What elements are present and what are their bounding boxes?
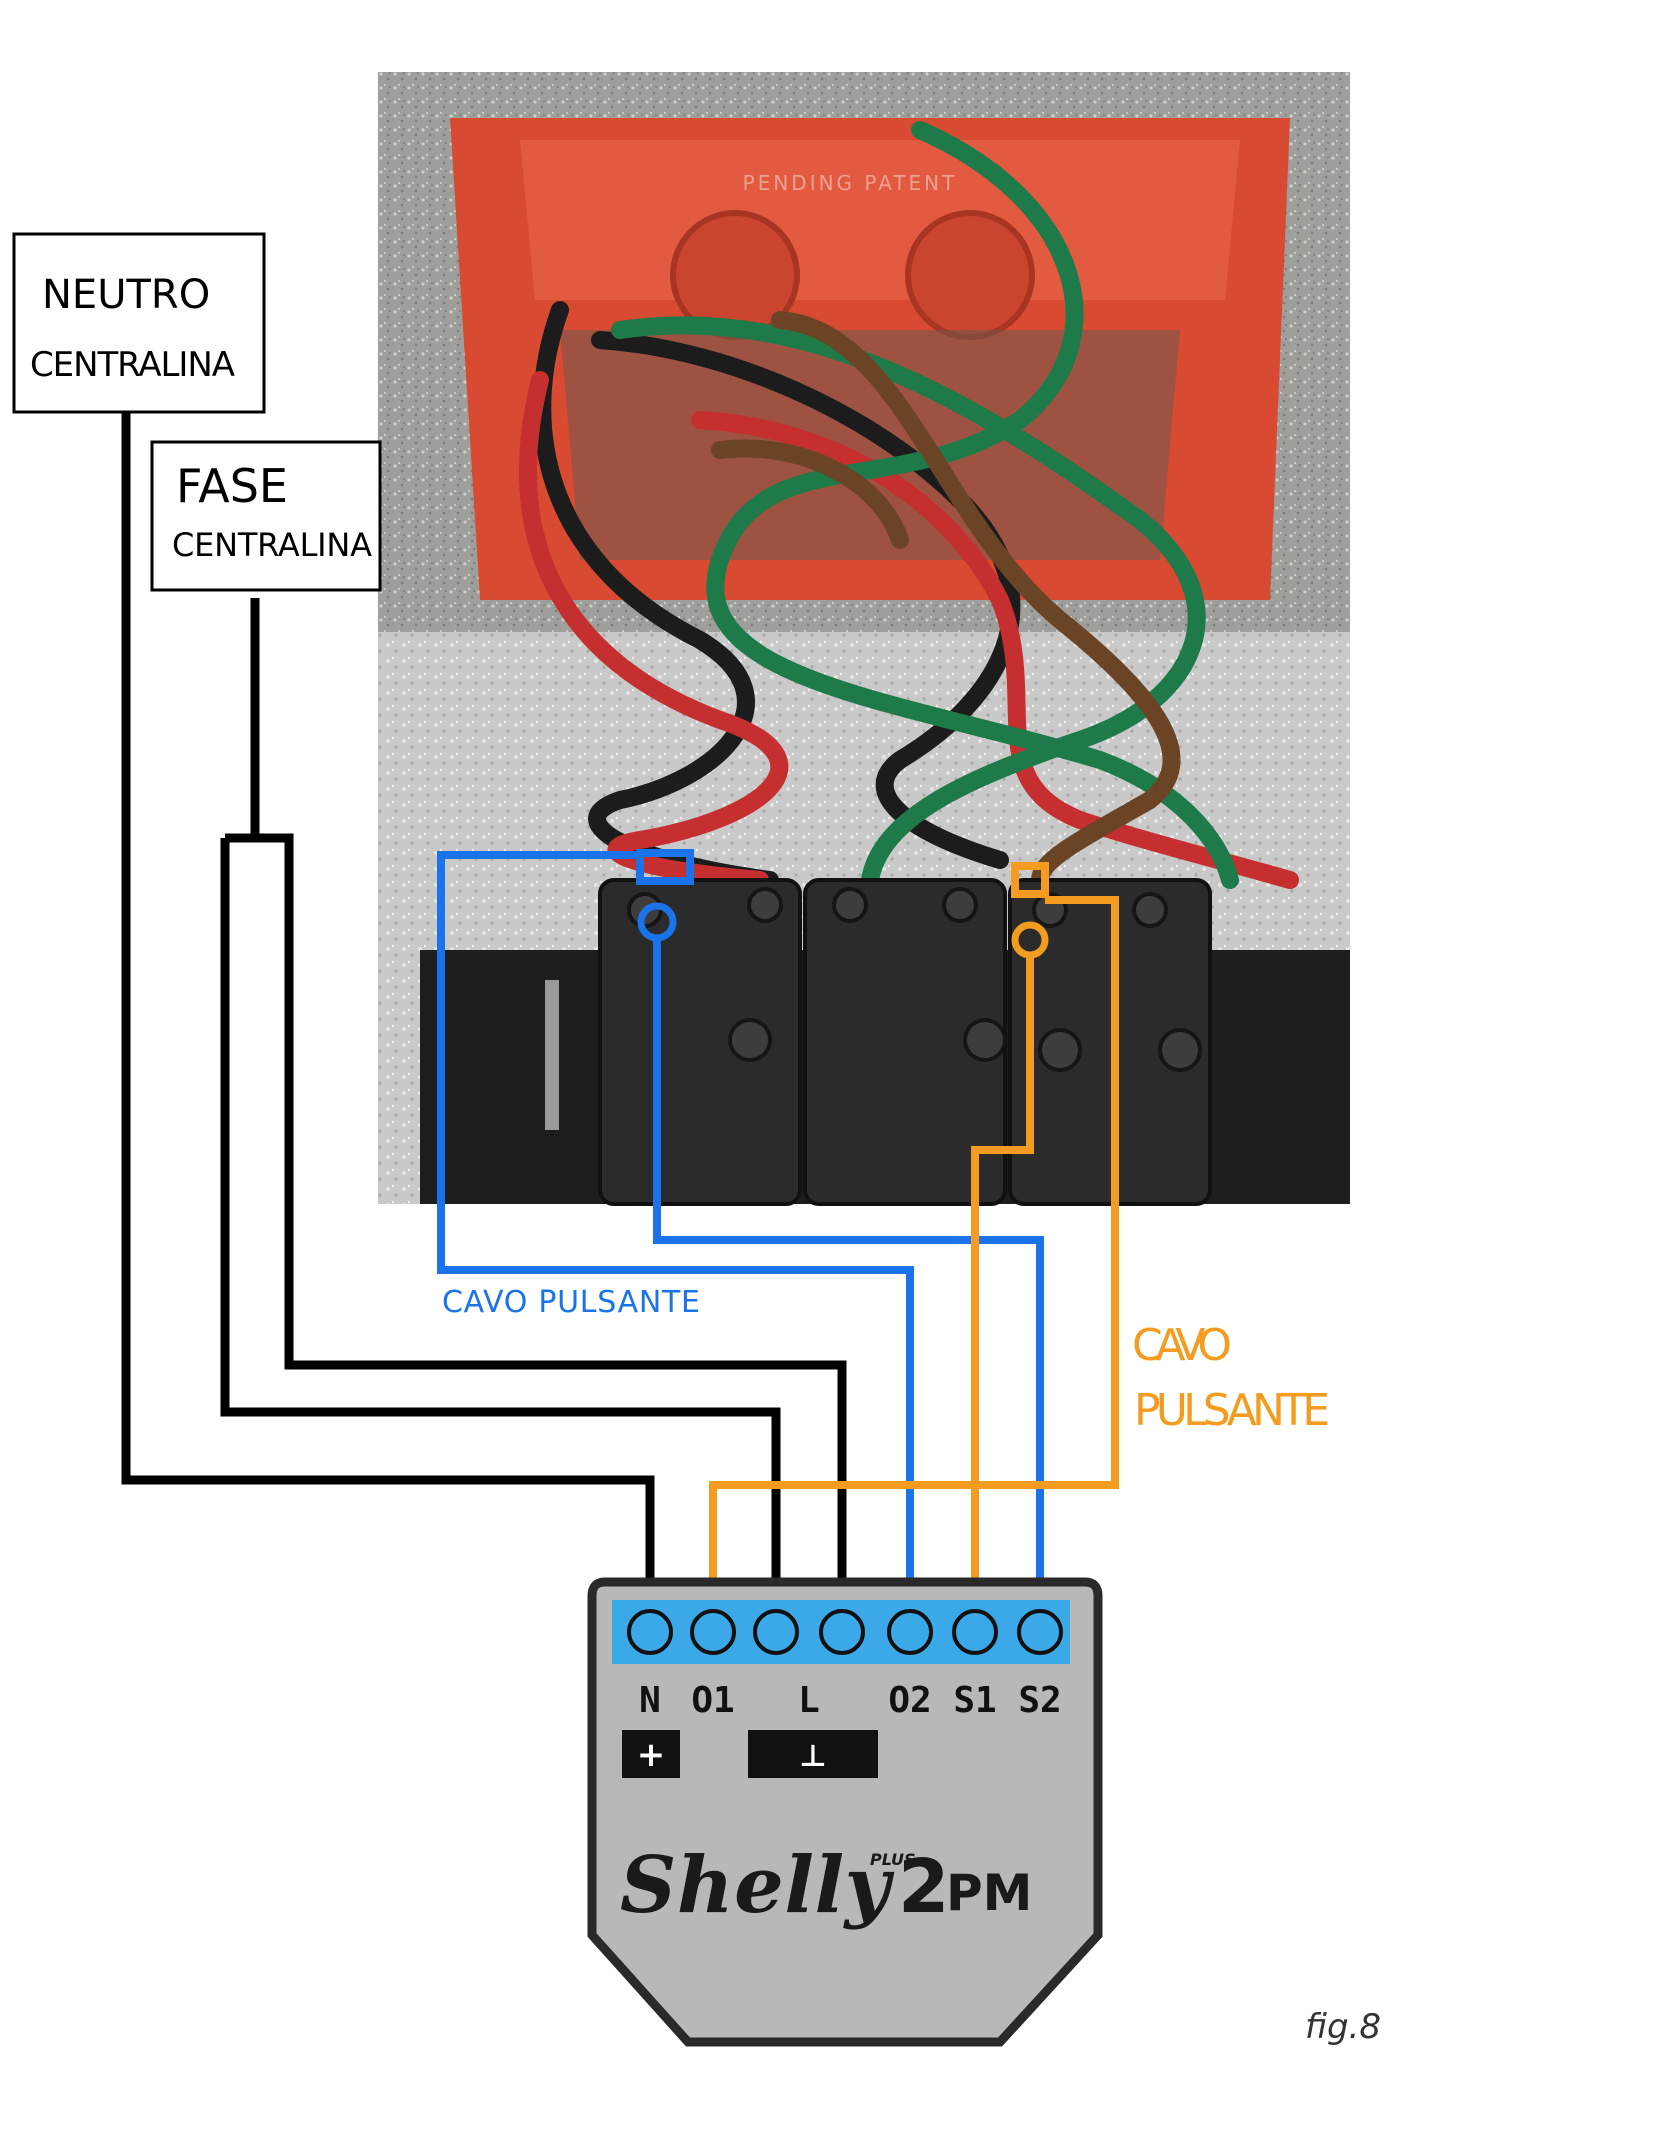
figure-caption: fig.8 [1305, 2007, 1381, 2047]
orange-terminal-marker [1011, 862, 1049, 898]
terminal-screws [627, 1609, 1063, 1655]
fase-wire-a [220, 838, 781, 1582]
plus-badge [622, 1730, 680, 1778]
neutro-centralina-text: CENTRALINA [30, 345, 235, 385]
label-neutro-centralina: NEUTRO CENTRALINA [12, 232, 266, 414]
label-fase-centralina: FASE CENTRALINA [150, 440, 382, 592]
terminal-screw-2 [690, 1609, 736, 1655]
shelly-logo-text: Shelly [620, 1840, 895, 1931]
mounting-screw [545, 980, 559, 1130]
orange-wire-pulsante-2 [709, 896, 1119, 1582]
terminal-screw-3 [753, 1609, 799, 1655]
terminal-screw-1 [627, 1609, 673, 1655]
switch-module-3 [1008, 878, 1212, 1206]
terminal-screw-7 [1017, 1609, 1063, 1655]
terminal-screw-4 [819, 1609, 865, 1655]
shelly-model-number: 2 [898, 1844, 950, 1930]
neutro-text: NEUTRO [42, 272, 210, 318]
electrical-box-photo: PENDING PATENT [378, 72, 1350, 1206]
ground-badge [748, 1730, 878, 1778]
switch-module-1 [598, 878, 802, 1206]
box-embossed-text: PENDING PATENT [743, 171, 958, 195]
plus-sign: + [637, 1735, 666, 1775]
knockout-right [905, 210, 1035, 340]
terminal-label-n: N [639, 1680, 661, 1721]
terminal-label-o2: O2 [888, 1680, 931, 1721]
terminal-screw-6 [952, 1609, 998, 1655]
orange-wire-pulsante-1 [971, 955, 1034, 1582]
shelly-model-suffix: PM [946, 1864, 1032, 1922]
ground-sign: ⊥ [799, 1739, 826, 1774]
blue-terminal-marker [636, 849, 694, 885]
fase-text: FASE [176, 459, 288, 513]
neutro-wire [121, 412, 655, 1582]
cavo-pulsante-orange-label-1: CAVO [1132, 1320, 1232, 1371]
blue-wire-pulsante-2 [653, 938, 1044, 1582]
cavo-pulsante-orange-label-2: PULSANTE [1134, 1385, 1330, 1436]
terminal-label-s2: S2 [1018, 1680, 1061, 1721]
shelly-plus-text: PLUS [870, 1850, 916, 1869]
shelly-2pm-device: N O1 L O2 S1 S2 + ⊥ Shelly PLUS 2 PM [587, 1577, 1103, 2047]
cavo-pulsante-blue-label: CAVO PULSANTE [442, 1285, 700, 1320]
fase-centralina-text: CENTRALINA [172, 526, 372, 564]
fase-wire-b [225, 833, 847, 1582]
blue-wire-pulsante-1 [437, 851, 914, 1582]
terminal-label-o1: O1 [691, 1680, 734, 1721]
terminal-screw-5 [887, 1609, 933, 1655]
terminal-label-l: L [798, 1680, 820, 1721]
terminal-label-s1: S1 [953, 1680, 996, 1721]
